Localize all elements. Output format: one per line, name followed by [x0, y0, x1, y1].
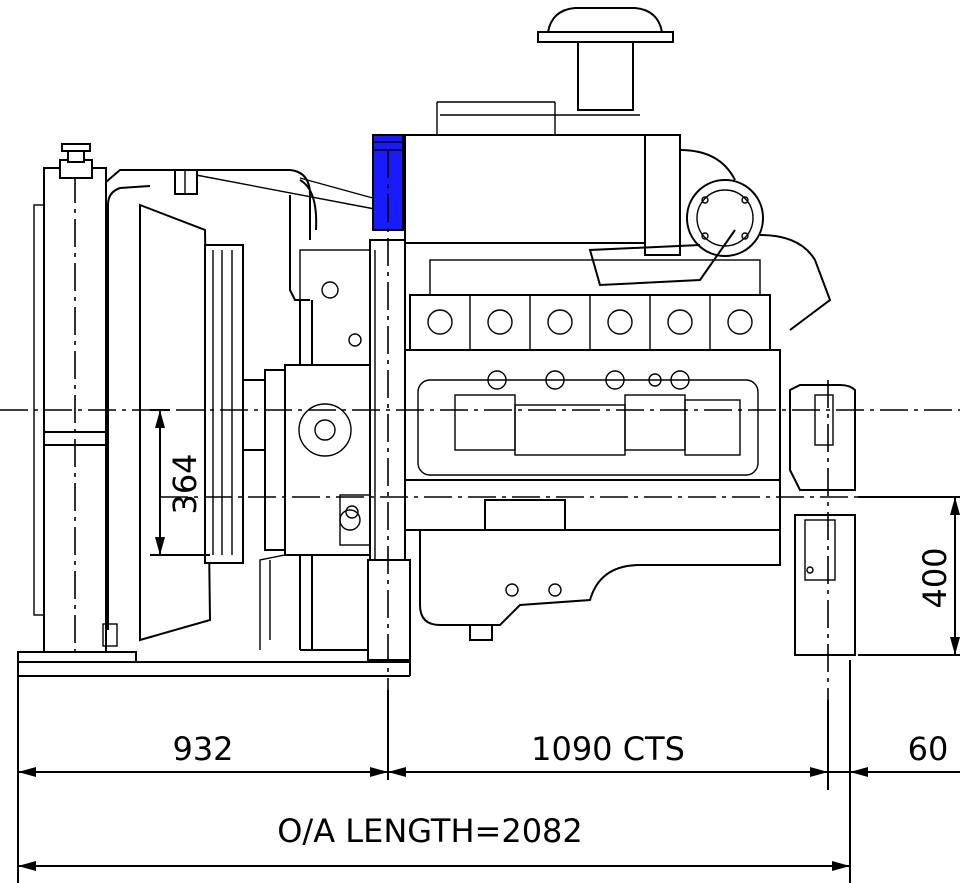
engine-block [404, 349, 781, 481]
radiator [17, 143, 137, 663]
dimension-1090-cts: 1090 CTS [531, 730, 685, 768]
dimension-overall-length: O/A LENGTH=2082 [277, 812, 583, 850]
fan-assembly [204, 244, 294, 564]
dimension-fan-height: 364 [166, 453, 204, 514]
dimension-932: 932 [172, 730, 233, 768]
flywheel-housing [789, 384, 856, 656]
dimension-400: 400 [858, 496, 960, 656]
air-cleaner [404, 7, 736, 256]
turbocharger [588, 179, 832, 331]
dimension-60: 60 [908, 730, 949, 768]
dimension-364: 364 [150, 409, 210, 556]
engine-front-accessories [284, 239, 406, 571]
dimension-mount-height: 400 [916, 547, 954, 608]
exhaust-manifold [409, 259, 771, 351]
oil-pan [404, 479, 781, 641]
base-frame [17, 660, 411, 677]
radiator-shroud [105, 169, 381, 642]
front-mount [339, 494, 411, 661]
dimension-horizontal: 932 1090 CTS 60 O/A LENGTH=2082 [17, 660, 960, 883]
